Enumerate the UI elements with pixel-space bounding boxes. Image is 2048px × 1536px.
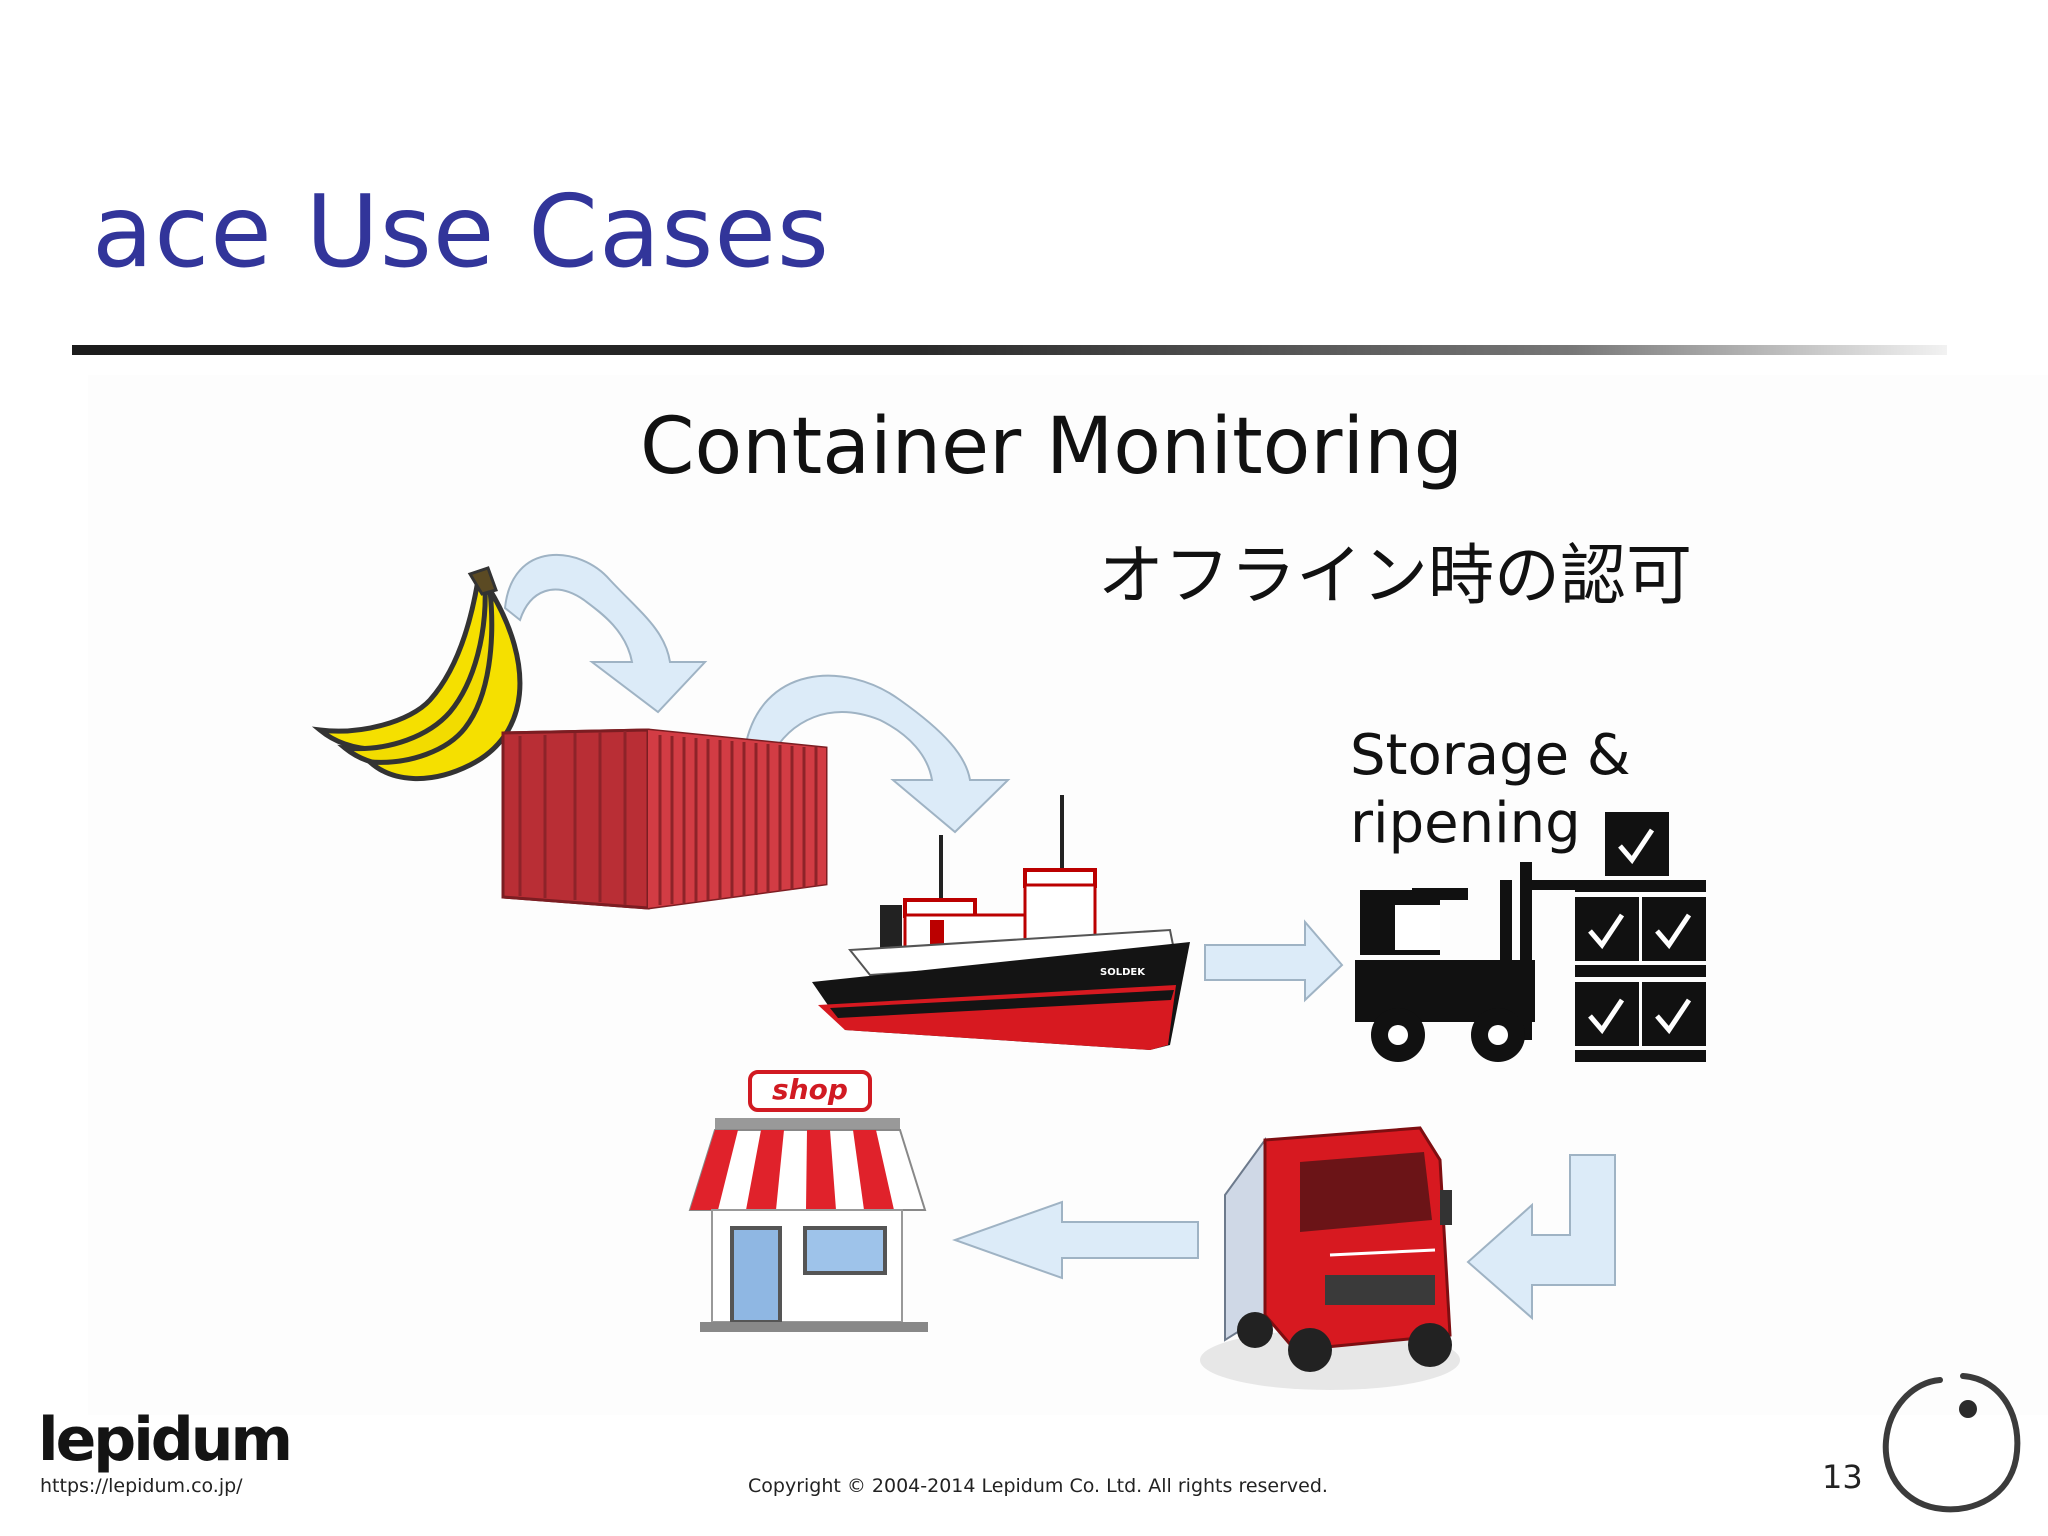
title-divider	[72, 345, 1947, 355]
brand-circle-icon	[1882, 1373, 2021, 1513]
diagram-subheading: オフライン時の認可	[1098, 537, 1692, 614]
footer-url: https://lepidum.co.jp/	[40, 1475, 243, 1497]
storage-ripening-label: Storage & ripening	[1350, 723, 1631, 857]
diagram-heading: Container Monitoring	[640, 402, 1464, 492]
footer-copyright: Copyright © 2004-2014 Lepidum Co. Ltd. A…	[748, 1475, 1328, 1497]
shop-icon: shop	[688, 1070, 928, 1332]
banana-icon	[311, 566, 523, 782]
ship-name-label: SOLDEK	[1100, 967, 1146, 978]
left-arrow	[952, 1200, 1199, 1280]
curved-arrow-2	[743, 674, 1011, 834]
curved-arrow-1	[503, 553, 708, 714]
checked-pallets-icon	[1575, 812, 1706, 1062]
cargo-ship-icon: SOLDEK	[812, 795, 1190, 1050]
shop-sign: shop	[772, 1073, 848, 1106]
slide-title: ace Use Cases	[92, 173, 830, 290]
right-arrow	[1204, 919, 1344, 1003]
page-number: 13	[1822, 1458, 1863, 1496]
bent-arrow	[1466, 1154, 1616, 1321]
shipping-container-icon	[501, 728, 828, 910]
truck-icon	[1200, 1126, 1460, 1390]
forklift-icon	[1355, 862, 1602, 1062]
lepidum-logo: lepidum	[38, 1405, 293, 1475]
